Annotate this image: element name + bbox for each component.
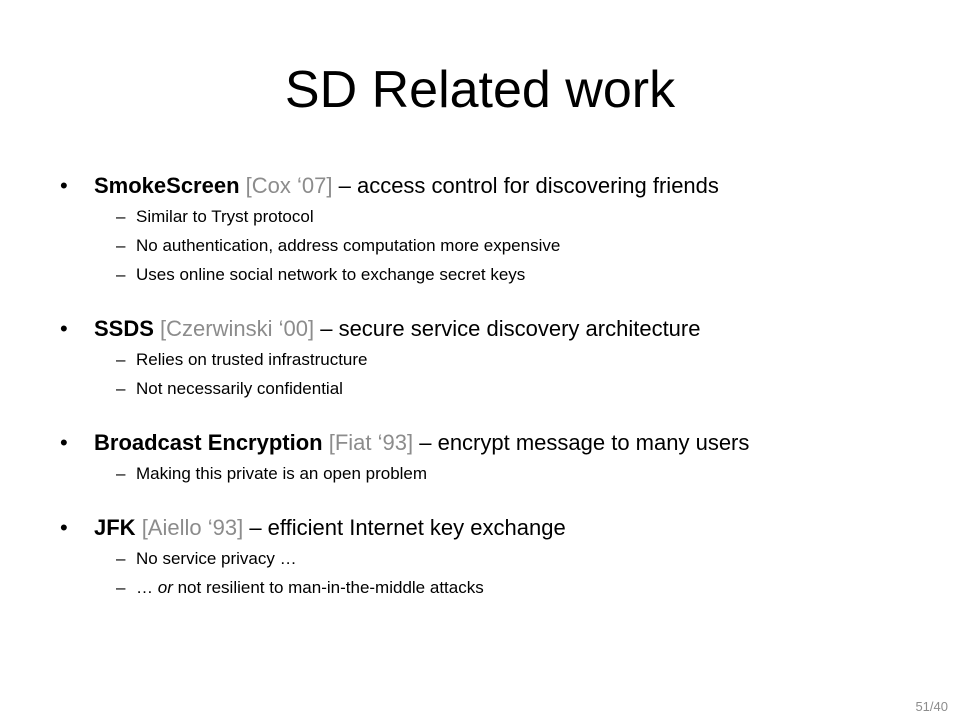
bullet-dot: • bbox=[60, 316, 68, 341]
bullet-description: – efficient Internet key exchange bbox=[249, 515, 566, 540]
slide-number: 51/40 bbox=[915, 699, 948, 714]
bullet-description: – secure service discovery architecture bbox=[320, 316, 701, 341]
sub-dash: – bbox=[116, 350, 126, 369]
sub-item-text: No authentication, address computation m… bbox=[136, 236, 561, 255]
bullet-dot: • bbox=[60, 515, 68, 540]
sub-dash: – bbox=[116, 549, 126, 568]
bullet-broadcast-encryption: • Broadcast Encryption [Fiat ‘93] – encry… bbox=[60, 427, 940, 488]
bullet-description: – access control for discovering friends bbox=[338, 173, 719, 198]
sub-item-text: Relies on trusted infrastructure bbox=[136, 350, 368, 369]
sub-dash: – bbox=[116, 379, 126, 398]
sub-item: –Similar to Tryst protocol bbox=[94, 202, 940, 231]
sub-item: –Making this private is an open problem bbox=[94, 459, 940, 488]
bullet-smokescreen: • SmokeScreen [Cox ‘07] – access control … bbox=[60, 170, 940, 289]
sub-item-text: Similar to Tryst protocol bbox=[136, 207, 314, 226]
sub-item: –No authentication, address computation … bbox=[94, 231, 940, 260]
bullet-heading: • JFK [Aiello ‘93] – efficient Internet k… bbox=[60, 512, 940, 544]
bullet-citation: [Czerwinski ‘00] bbox=[160, 316, 315, 341]
sub-item-prefix: … bbox=[136, 578, 158, 597]
sub-dash: – bbox=[116, 236, 126, 255]
sub-dash: – bbox=[116, 578, 126, 597]
bullet-citation: [Cox ‘07] bbox=[245, 173, 333, 198]
sub-dash: – bbox=[116, 464, 126, 483]
slide-title: SD Related work bbox=[284, 61, 676, 119]
sub-list: –Similar to Tryst protocol –No authentic… bbox=[94, 202, 940, 289]
bullet-name: Broadcast Encryption bbox=[94, 430, 323, 455]
sub-item-suffix: not resilient to man-in-the-middle attac… bbox=[172, 578, 484, 597]
sub-list: –No service privacy … –… or not resilien… bbox=[94, 544, 940, 602]
sub-item: –No service privacy … bbox=[94, 544, 940, 573]
bullet-name: SmokeScreen bbox=[94, 173, 240, 198]
bullet-dot: • bbox=[60, 430, 68, 455]
sub-item-text: No service privacy … bbox=[136, 549, 297, 568]
bullet-heading: • SmokeScreen [Cox ‘07] – access control … bbox=[60, 170, 940, 202]
sub-item-text: Uses online social network to exchange s… bbox=[136, 265, 526, 284]
bullet-list: • SmokeScreen [Cox ‘07] – access control … bbox=[60, 170, 940, 602]
bullet-ssds: • SSDS [Czerwinski ‘00] – secure service … bbox=[60, 313, 940, 403]
bullet-heading: • Broadcast Encryption [Fiat ‘93] – encry… bbox=[60, 427, 940, 459]
sub-item-emphasis: or bbox=[157, 578, 173, 597]
sub-list: –Relies on trusted infrastructure –Not n… bbox=[94, 345, 940, 403]
sub-item-text: Not necessarily confidential bbox=[136, 379, 343, 398]
sub-dash: – bbox=[116, 207, 126, 226]
bullet-description: – encrypt message to many users bbox=[419, 430, 750, 455]
sub-list: –Making this private is an open problem bbox=[94, 459, 940, 488]
bullet-name: SSDS bbox=[94, 316, 154, 341]
sub-dash: – bbox=[116, 265, 126, 284]
bullet-dot: • bbox=[60, 173, 68, 198]
sub-item: –… or not resilient to man-in-the-middle… bbox=[94, 573, 940, 602]
bullet-jfk: • JFK [Aiello ‘93] – efficient Internet k… bbox=[60, 512, 940, 602]
sub-item-text: Making this private is an open problem bbox=[136, 464, 428, 483]
bullet-name: JFK bbox=[94, 515, 136, 540]
sub-item: –Relies on trusted infrastructure bbox=[94, 345, 940, 374]
bullet-heading: • SSDS [Czerwinski ‘00] – secure service … bbox=[60, 313, 940, 345]
bullet-citation: [Fiat ‘93] bbox=[328, 430, 414, 455]
bullet-citation: [Aiello ‘93] bbox=[141, 515, 244, 540]
sub-item: –Uses online social network to exchange … bbox=[94, 260, 940, 289]
sub-item: –Not necessarily confidential bbox=[94, 374, 940, 403]
